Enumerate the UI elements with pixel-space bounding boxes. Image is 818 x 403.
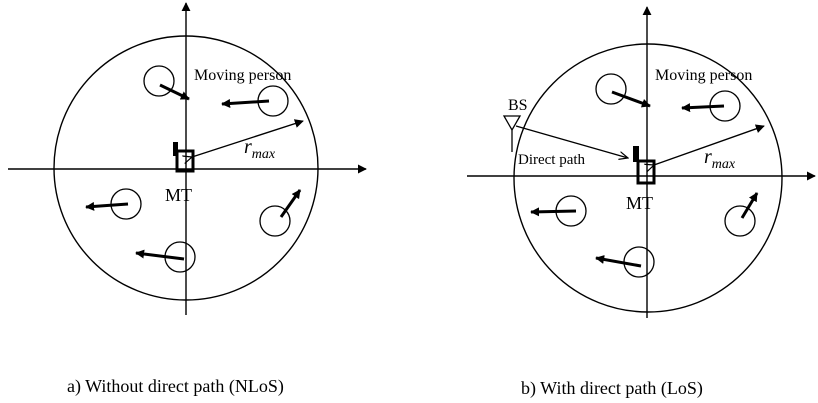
panel-b-person — [724, 192, 759, 237]
panel-b-person — [595, 246, 655, 278]
panel-a-person — [259, 189, 302, 237]
panel-b-person — [595, 73, 651, 108]
panel-b-caption: b) With direct path (LoS) — [521, 378, 703, 399]
panel-b-person — [681, 90, 741, 122]
panel-a-r-max-arrow — [192, 121, 303, 157]
panel-b: BS Direct path Moving person rmax MT b) … — [467, 6, 816, 399]
panel-b-direct-path-arrow — [515, 125, 628, 158]
panel-b-mobile-terminal — [633, 146, 656, 185]
panel-a-person — [85, 188, 142, 220]
panel-b-person — [530, 195, 587, 227]
panel-a-moving-person-label: Moving person — [194, 67, 291, 84]
panel-a-mobile-terminal — [173, 142, 195, 173]
panel-a: Moving person rmax MT a) Without direct … — [8, 2, 367, 397]
panel-b-coverage-circle — [513, 43, 783, 313]
panel-a-person — [143, 65, 190, 101]
panel-b-mt-label: MT — [626, 193, 653, 213]
panel-a-coverage-circle — [53, 35, 319, 301]
panel-a-mt-label: MT — [165, 185, 192, 205]
panel-b-base-station-icon — [502, 115, 522, 152]
panel-b-r-max-label: rmax — [704, 146, 736, 172]
panel-b-r-max-arrow — [654, 126, 764, 165]
panel-a-person — [221, 85, 289, 117]
panel-b-direct-path-label: Direct path — [518, 152, 586, 168]
panel-a-r-max-label: rmax — [244, 136, 276, 162]
panel-b-moving-person-label: Moving person — [655, 67, 752, 84]
panel-b-bs-label: BS — [508, 97, 528, 114]
panel-a-person — [135, 241, 196, 273]
panel-a-caption: a) Without direct path (NLoS) — [67, 376, 284, 397]
